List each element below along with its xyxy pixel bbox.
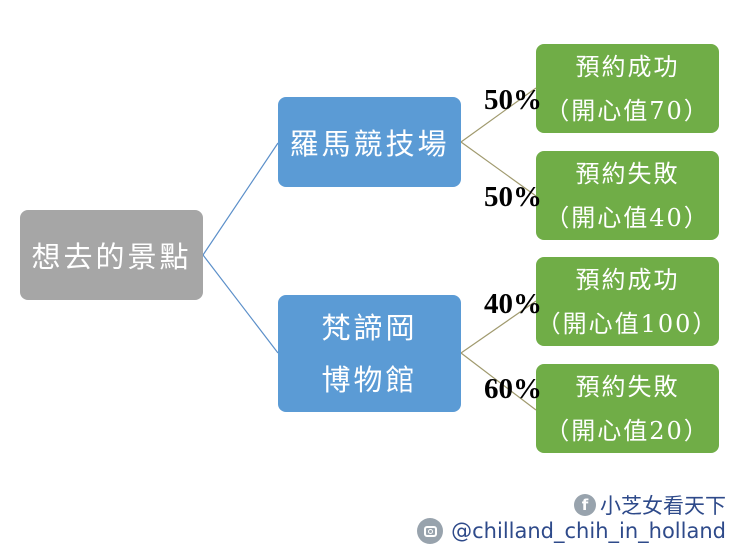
outcome-node-vatican-success: 預約成功 （開心值100） [536,257,719,346]
root-node: 想去的景點 [20,210,203,300]
outcome-node-colosseum-success: 預約成功 （開心值70） [536,44,719,133]
instagram-credit: @chilland_chih_in_holland [417,518,726,544]
outcome-value: （開心值20） [545,416,710,445]
probability-label: 40% [484,288,542,320]
outcome-node-colosseum-fail: 預約失敗 （開心值40） [536,151,719,240]
branch-label: 羅馬競技場 [289,127,450,161]
connector-vatican-to-success [460,300,537,354]
probability-label: 50% [484,84,542,116]
outcome-value: （開心值70） [545,96,710,125]
branch-label-line2: 博物館 [321,362,418,397]
connector-root-to-colosseum [202,142,279,256]
branch-label-line1: 梵諦岡 [321,310,418,345]
connector-colosseum-to-success [460,87,537,143]
outcome-title: 預約失敗 [575,372,680,401]
outcome-value: （開心值100） [536,309,719,338]
probability-label: 60% [484,373,542,405]
root-label: 想去的景點 [31,240,192,274]
outcome-title: 預約成功 [575,52,680,81]
branch-node-vatican-museum: 梵諦岡 博物館 [278,295,461,412]
connector-root-to-vatican [202,254,279,354]
instagram-handle: @chilland_chih_in_holland [451,519,726,543]
facebook-name: 小芝女看天下 [600,494,726,518]
instagram-icon [417,518,444,544]
outcome-title: 預約失敗 [575,159,680,188]
outcome-title: 預約成功 [575,265,680,294]
outcome-value: （開心值40） [545,203,710,232]
outcome-node-vatican-fail: 預約失敗 （開心值20） [536,364,719,453]
branch-node-colosseum: 羅馬競技場 [278,97,461,187]
connector-colosseum-to-fail [460,141,537,197]
probability-label: 50% [484,181,542,213]
connector-vatican-to-fail [460,352,537,411]
facebook-credit: f 小芝女看天下 [574,490,726,520]
facebook-icon: f [574,494,596,516]
